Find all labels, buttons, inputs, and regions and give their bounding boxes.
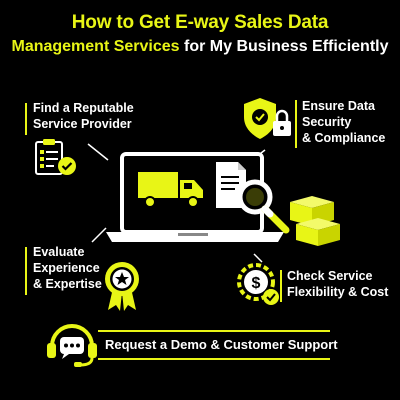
step-3-line1: Evaluate (33, 245, 85, 259)
magnifier-icon (237, 179, 290, 234)
title: How to Get E-way Sales Data (71, 12, 329, 33)
step-1-accent-line (25, 103, 27, 135)
checklist-icon (35, 139, 76, 175)
cta-top-line (98, 330, 330, 332)
step-4-label: Check Service Flexibility & Cost (287, 268, 388, 300)
step-1-line2: Service Provider (33, 117, 132, 131)
subtitle-highlight: Management Services (11, 38, 180, 55)
svg-text:$: $ (252, 275, 261, 292)
step-3-accent-line (25, 247, 27, 295)
step-4-accent-line (280, 270, 282, 302)
cta-label: Request a Demo & Customer Support (105, 337, 338, 352)
step-2-line3: & Compliance (302, 131, 386, 145)
step-4-line1: Check Service (287, 269, 373, 283)
step-3-line3: & Expertise (33, 277, 102, 291)
step-2-line1: Ensure Data (302, 99, 375, 113)
step-3-line2: Experience (33, 261, 100, 275)
step-1-line1: Find a Reputable (33, 101, 134, 115)
subtitle: Management Services for My Business Effi… (0, 37, 400, 57)
step-1-label: Find a Reputable Service Provider (33, 100, 134, 132)
step-2-accent-line (295, 100, 297, 148)
subtitle-rest: for My Business Efficiently (179, 38, 389, 55)
step-2-label: Ensure Data Security & Compliance (302, 98, 385, 146)
step-3-label: Evaluate Experience & Expertise (33, 244, 102, 292)
shield-lock-icon (244, 98, 291, 139)
truck-icon (138, 172, 203, 208)
award-badge-icon (105, 262, 139, 311)
step-4-line2: Flexibility & Cost (287, 285, 389, 299)
boxes-icon (290, 196, 340, 246)
dollar-gear-icon: $ (237, 263, 279, 305)
headset-chat-icon (47, 324, 97, 367)
step-2-line2: Security (302, 115, 352, 129)
cta-bottom-line (98, 358, 330, 360)
laptop-base (106, 232, 284, 242)
